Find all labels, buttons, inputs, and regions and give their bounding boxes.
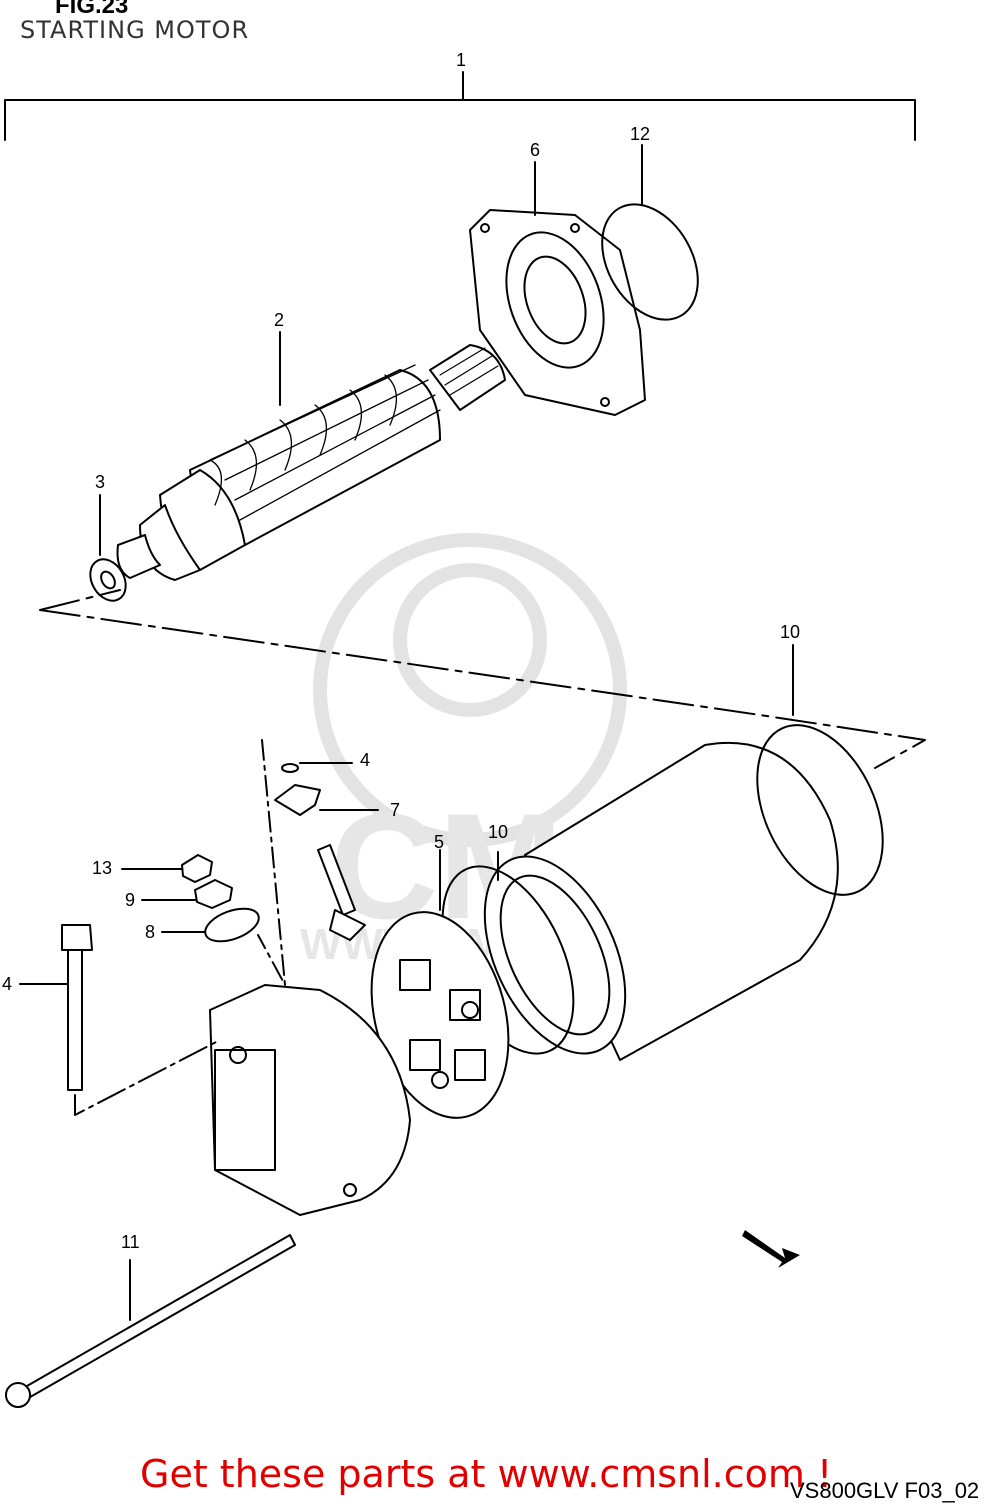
terminal-stud [317, 844, 366, 941]
yoke-housing [483, 644, 884, 1061]
callout-5[interactable]: 5 [434, 832, 445, 852]
callout-6[interactable]: 6 [530, 140, 541, 160]
callout-7[interactable]: 7 [390, 800, 401, 820]
section-line [39, 589, 926, 769]
leader-line [257, 739, 286, 986]
through-bolt-11 [5, 1234, 296, 1408]
figure-title: FIG.23 [55, 0, 129, 19]
callout-4-upper[interactable]: 4 [360, 750, 371, 770]
nut-13 [121, 854, 213, 883]
callout-2[interactable]: 2 [274, 310, 285, 330]
callout-4-lower[interactable]: 4 [2, 974, 13, 994]
callout-10-upper[interactable]: 10 [780, 622, 801, 642]
bolt-4 [19, 924, 221, 1116]
rear-cover [209, 984, 411, 1216]
callout-9[interactable]: 9 [125, 890, 136, 910]
callout-1[interactable]: 1 [456, 50, 467, 70]
assembly-bracket [4, 71, 916, 141]
callout-8[interactable]: 8 [145, 922, 156, 942]
figure-subtitle: STARTING MOTOR [20, 16, 250, 44]
brush-holder [370, 849, 510, 1119]
o-ring-12 [601, 144, 699, 321]
callout-3[interactable]: 3 [95, 472, 106, 492]
get-parts-link[interactable]: Get these parts at www.cmsnl.com ! [140, 1452, 833, 1496]
armature [116, 331, 506, 581]
front-cover [469, 161, 646, 416]
callout-11[interactable]: 11 [121, 1232, 140, 1252]
callout-12[interactable]: 12 [630, 124, 651, 144]
drawing-code: VS800GLV F03_02 [790, 1478, 980, 1503]
seal-8 [161, 907, 260, 943]
nut-9 [141, 879, 233, 909]
washer-4 [281, 762, 353, 773]
callout-10-lower[interactable]: 10 [488, 822, 509, 842]
callout-13[interactable]: 13 [92, 858, 113, 878]
terminal-bracket-7 [274, 784, 379, 816]
fwd-arrow-icon [742, 1230, 800, 1268]
